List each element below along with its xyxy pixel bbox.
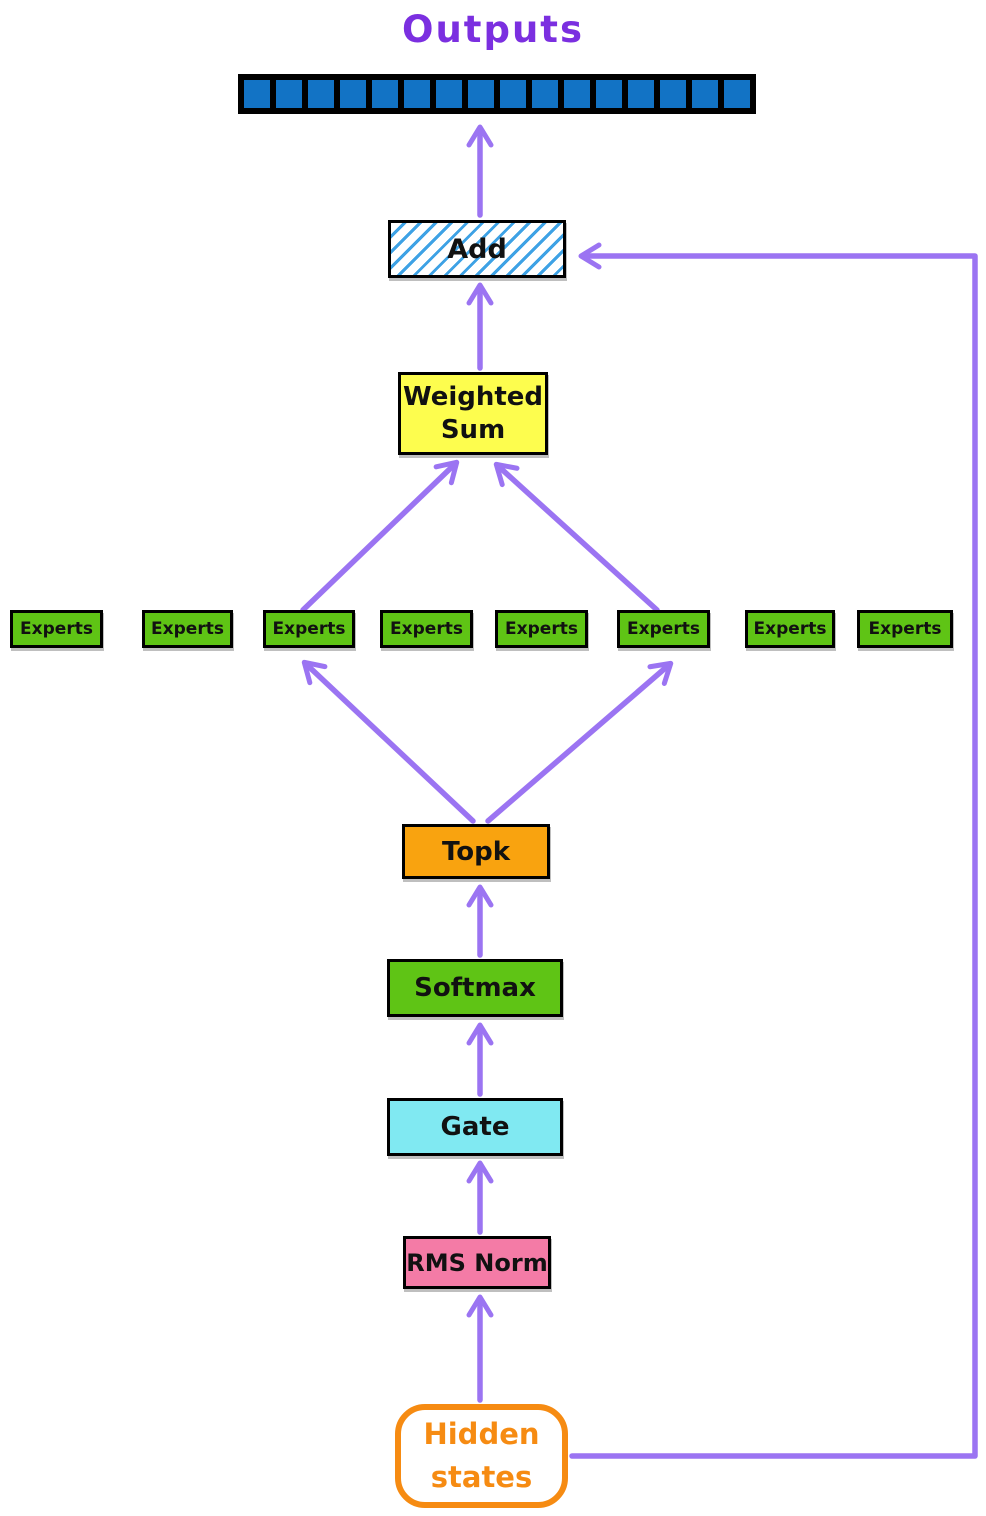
output-token (305, 77, 337, 111)
arrow-topk-to-expert3 (301, 659, 476, 824)
expert-box: Experts (142, 610, 233, 648)
outputs-title: Outputs (401, 8, 585, 51)
expert-box: Experts (617, 610, 710, 648)
output-token (497, 77, 529, 111)
gate-node: Gate (387, 1098, 563, 1156)
expert-box: Experts (745, 610, 835, 648)
add-node: Add (388, 220, 566, 278)
output-token (241, 77, 273, 111)
output-token (657, 77, 689, 111)
rms-norm-node: RMS Norm (403, 1236, 551, 1289)
expert-box: Experts (380, 610, 473, 648)
output-token (561, 77, 593, 111)
output-token (401, 77, 433, 111)
output-token (337, 77, 369, 111)
output-token (593, 77, 625, 111)
expert-box: Experts (263, 610, 355, 648)
arrow-topk-to-expert6 (485, 660, 674, 824)
output-token (433, 77, 465, 111)
weighted-sum-node: Weighted Sum (398, 372, 548, 455)
output-token-row (238, 74, 756, 114)
residual-connection-hidden-to-add (569, 242, 978, 1459)
output-token (721, 77, 753, 111)
arrow-expert3-to-weightedsum (300, 459, 460, 613)
output-token (369, 77, 401, 111)
output-token (689, 77, 721, 111)
softmax-node: Softmax (387, 959, 563, 1017)
expert-box: Experts (495, 610, 588, 648)
arrow-expert6-to-weightedsum (493, 461, 660, 613)
topk-node: Topk (402, 824, 550, 879)
output-token (465, 77, 497, 111)
output-token (273, 77, 305, 111)
expert-box: Experts (10, 610, 103, 648)
expert-box: Experts (857, 610, 953, 648)
output-token (529, 77, 561, 111)
hidden-states-node: Hidden states (395, 1404, 568, 1508)
output-token (625, 77, 657, 111)
